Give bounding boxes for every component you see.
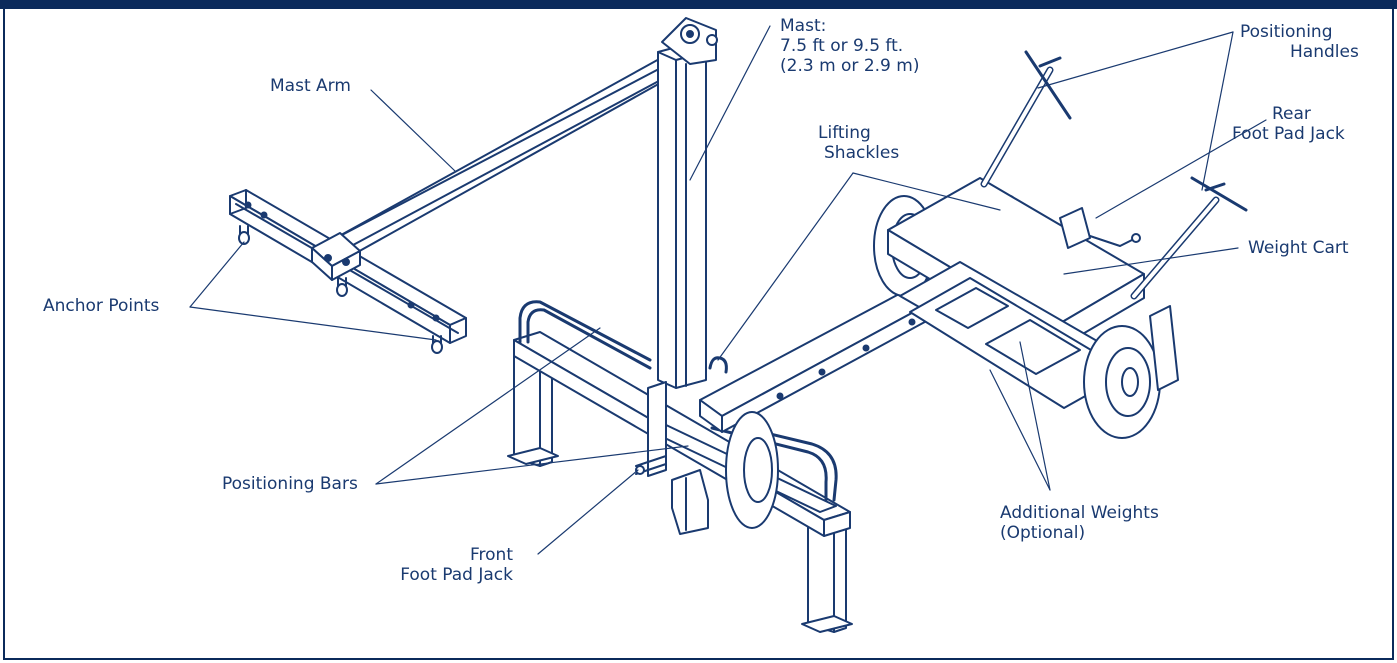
leader-mast-arm xyxy=(370,89,456,172)
label-line: Additional Weights xyxy=(1000,503,1159,523)
label-line: Lifting xyxy=(818,123,871,143)
label-line: (Optional) xyxy=(1000,523,1086,543)
positioning-handle-icons xyxy=(980,50,1248,300)
frame-border xyxy=(3,9,1394,660)
label-line: Mast: xyxy=(780,16,827,36)
leader-weight-cart xyxy=(1063,247,1239,275)
label-line: Foot Pad Jack xyxy=(400,565,513,585)
label-line: Front xyxy=(470,545,513,565)
label-line: Shackles xyxy=(824,143,900,163)
anchor-beam xyxy=(229,189,467,344)
label-weight-cart: Weight Cart xyxy=(1248,238,1349,258)
label-line: Positioning xyxy=(1240,22,1333,42)
label-line: Handles xyxy=(1290,42,1359,62)
label-mast-arm: Mast Arm xyxy=(270,76,351,96)
label-mast: Mast: 7.5 ft or 9.5 ft. (2.3 m or 2.9 m) xyxy=(780,16,919,76)
label-anchor-points: Anchor Points xyxy=(43,296,159,316)
leader-lines xyxy=(189,25,1267,555)
mast-arm xyxy=(331,41,706,259)
front-foot-pad-jack xyxy=(635,381,667,477)
label-line: Weight Cart xyxy=(1248,238,1349,258)
mast xyxy=(657,17,718,389)
label-positioning-handles: Positioning Handles xyxy=(1240,22,1359,62)
weight-cart xyxy=(873,177,1179,439)
label-rear-foot-pad-jack: Rear Foot Pad Jack xyxy=(1232,104,1345,144)
label-front-foot-pad-jack: Front Foot Pad Jack xyxy=(380,545,513,585)
leader-weights-b xyxy=(1019,341,1051,491)
leader-positioning-bars-a xyxy=(375,327,601,485)
label-line: Rear xyxy=(1272,104,1311,124)
leader-rear-jack xyxy=(1095,119,1267,219)
front-wheel xyxy=(671,411,779,535)
leader-weights-a xyxy=(989,369,1051,491)
rear-foot-pad-jack xyxy=(1059,207,1141,249)
label-line: 7.5 ft or 9.5 ft. xyxy=(780,36,904,56)
header-bar xyxy=(0,0,1397,9)
leader-positioning-handles-a xyxy=(1037,31,1234,89)
label-line: Positioning Bars xyxy=(222,474,358,494)
leader-shackles-b xyxy=(717,172,854,361)
label-positioning-bars: Positioning Bars xyxy=(222,474,358,494)
label-line: Anchor Points xyxy=(43,296,160,316)
label-line: Foot Pad Jack xyxy=(1232,124,1345,144)
positioning-bar-icons xyxy=(518,300,838,502)
label-line: Mast Arm xyxy=(270,76,351,96)
label-line: (2.3 m or 2.9 m) xyxy=(780,56,920,76)
leader-front-jack xyxy=(537,469,639,555)
leader-anchor-b xyxy=(189,306,437,341)
label-additional-weights: Additional Weights (Optional) xyxy=(1000,503,1159,543)
leader-mast xyxy=(689,25,771,181)
leader-anchor-a xyxy=(189,241,245,308)
leader-positioning-bars-b xyxy=(375,445,689,485)
label-lifting-shackles: Lifting Shackles xyxy=(818,123,899,163)
leader-positioning-handles-b xyxy=(1201,31,1234,191)
anchor-point-icons xyxy=(238,225,443,354)
leader-shackles-a xyxy=(852,172,1001,211)
